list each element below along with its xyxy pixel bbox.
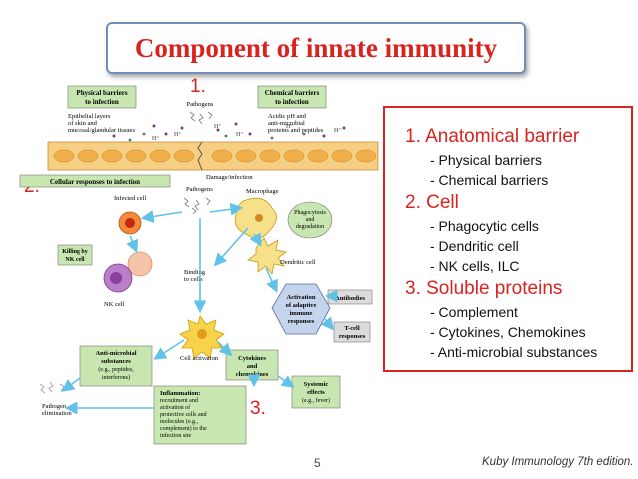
figure-label-3: 3. xyxy=(250,398,266,419)
activation-adaptive-hexagon xyxy=(271,283,331,335)
h-ion-5: H⁺ xyxy=(334,127,342,134)
component-item-physical: - Physical barriers xyxy=(430,152,543,168)
phagocytosis-line3: degradation xyxy=(296,224,324,230)
killing-line1: Killing by xyxy=(62,249,88,255)
activation-line3: immune xyxy=(290,310,313,317)
activation-line1: Activation xyxy=(287,294,316,301)
tcell-box xyxy=(333,321,371,343)
ion-dots xyxy=(128,132,306,142)
infected-cell-label: Infected cell xyxy=(114,195,146,202)
inflammation-line4: protective cells and xyxy=(160,412,207,418)
pathogen-elim-squiggle xyxy=(39,381,65,394)
cytokines-line1: Cytokines xyxy=(238,355,266,362)
systemic-line1: Systemic xyxy=(304,381,329,388)
antimicrobial-line4: interferons) xyxy=(102,374,130,381)
component-item-cytokines: - Cytokines, Chemokines xyxy=(430,324,586,340)
antibodies-label: Antibodies xyxy=(335,295,365,302)
pathogen-dots xyxy=(112,122,346,138)
phagocytosis-bubble xyxy=(287,201,333,239)
cytokines-line3: chemokines xyxy=(236,371,269,378)
chemical-barriers-line1: Chemical barriers xyxy=(265,89,320,97)
inflammation-line1: Inflammation: xyxy=(160,390,200,397)
phagocytosis-line1: Phagocytosis xyxy=(294,210,326,216)
physical-barriers-line1: Physical barriers xyxy=(76,89,127,97)
dendritic-cell xyxy=(247,237,287,275)
component-item-nk: - NK cells, ILC xyxy=(430,258,520,274)
pathogen-elim-line1: Pathogen xyxy=(42,403,67,410)
components-list-box: 1. Anatomical barrier - Physical barrier… xyxy=(383,106,633,372)
cellular-responses-label: Cellular responses to infection xyxy=(50,178,140,186)
inflammation-line7: infection site xyxy=(160,432,191,439)
antimicrobial-box xyxy=(79,345,153,387)
phagocytosis-line2: and xyxy=(306,217,315,223)
h-ion-2: H⁺ xyxy=(214,123,222,130)
acidic-line3: proteins and peptides xyxy=(268,127,324,134)
macrophage-label: Macrophage xyxy=(246,188,279,195)
slide-number: 5 xyxy=(314,456,321,470)
inflammation-line6: complement) to the xyxy=(160,425,207,432)
inflammation-line5: molecules (e.g., xyxy=(160,418,198,425)
citation: Kuby Immunology 7th edition. xyxy=(482,456,634,468)
cytokines-line2: and xyxy=(247,363,258,370)
h-ion-3: H⁺ xyxy=(236,131,244,138)
activation-line4: responses xyxy=(288,318,315,325)
binding-line1: Binding xyxy=(184,269,206,276)
nk-cell-label: NK cell xyxy=(104,301,125,308)
pathogens-mid-label: Pathogens xyxy=(186,186,213,193)
systemic-line2: effects xyxy=(307,389,325,396)
pathogens-top-label: Pathogens xyxy=(187,101,214,108)
damage-label: Damage/infection xyxy=(206,174,253,181)
innate-immunity-figure: Physical barriers to infection Chemical … xyxy=(19,85,379,445)
epithelial-cells xyxy=(53,149,377,163)
systemic-line3: (e.g., fever) xyxy=(302,397,330,404)
component-heading-anatomical: 1. Anatomical barrier xyxy=(405,126,580,147)
chemical-barriers-line2: to infection xyxy=(275,98,309,106)
tcell-line2: responses xyxy=(339,333,366,340)
h-ion-1: H⁺ xyxy=(174,131,182,138)
physical-barriers-line2: to infection xyxy=(85,98,119,106)
pathogen-top-squiggle xyxy=(189,111,213,125)
epithelial-line3: mucosal/glandular tissues xyxy=(68,127,135,134)
dendritic-label: Dendritic cell xyxy=(280,259,316,266)
figure-label-1: 1. xyxy=(190,76,206,97)
acidic-line2: anti-microbial xyxy=(268,120,305,127)
antimicrobial-line3: (e.g., peptides, xyxy=(98,366,134,373)
component-item-antimicrobial: - Anti-microbial substances xyxy=(430,344,598,360)
epithelial-line2: of skin and xyxy=(68,120,98,127)
cell-activation-label: Cell activation xyxy=(180,355,219,362)
killing-nk-box xyxy=(57,244,93,266)
slide-title: Component of innate immunity xyxy=(134,32,498,63)
chemical-barriers-box xyxy=(257,85,327,109)
component-heading-soluble: 3. Soluble proteins xyxy=(405,278,563,299)
dying-cell xyxy=(127,251,153,277)
activation-line2: of adaptive xyxy=(286,302,317,309)
pathogen-elim-line2: elimination xyxy=(42,410,72,417)
epithelial-line1: Epithelial layers xyxy=(68,113,111,120)
systemic-box xyxy=(291,375,341,409)
component-item-chemical: - Chemical barriers xyxy=(430,172,549,188)
component-heading-cell: 2. Cell xyxy=(405,192,459,213)
inflammation-line3: activation of xyxy=(160,404,190,411)
inflammation-box xyxy=(153,385,247,445)
component-item-dendritic: - Dendritic cell xyxy=(430,238,519,254)
damage-break xyxy=(197,141,203,171)
title-box: Component of innate immunity xyxy=(106,22,526,74)
pathogen-mid-squiggle xyxy=(183,197,211,215)
tcell-line1: T-cell xyxy=(344,325,359,332)
component-item-phagocytic: - Phagocytic cells xyxy=(430,218,539,234)
antimicrobial-line2: substances xyxy=(101,358,131,365)
h-ion-4: H⁺ xyxy=(286,123,294,130)
physical-barriers-box xyxy=(67,85,137,109)
component-item-complement: - Complement xyxy=(430,304,518,320)
killing-line2: NK cell xyxy=(65,257,84,263)
antimicrobial-line1: Anti-microbial xyxy=(95,350,136,357)
cellular-responses-box xyxy=(19,174,171,188)
h-ion-6: H⁺ xyxy=(152,135,160,142)
flow-arrows xyxy=(61,202,338,415)
binding-line2: to cells xyxy=(184,276,203,283)
acidic-line1: Acidic pH and xyxy=(268,113,307,120)
inflammation-line2: recruitment and xyxy=(160,398,198,404)
